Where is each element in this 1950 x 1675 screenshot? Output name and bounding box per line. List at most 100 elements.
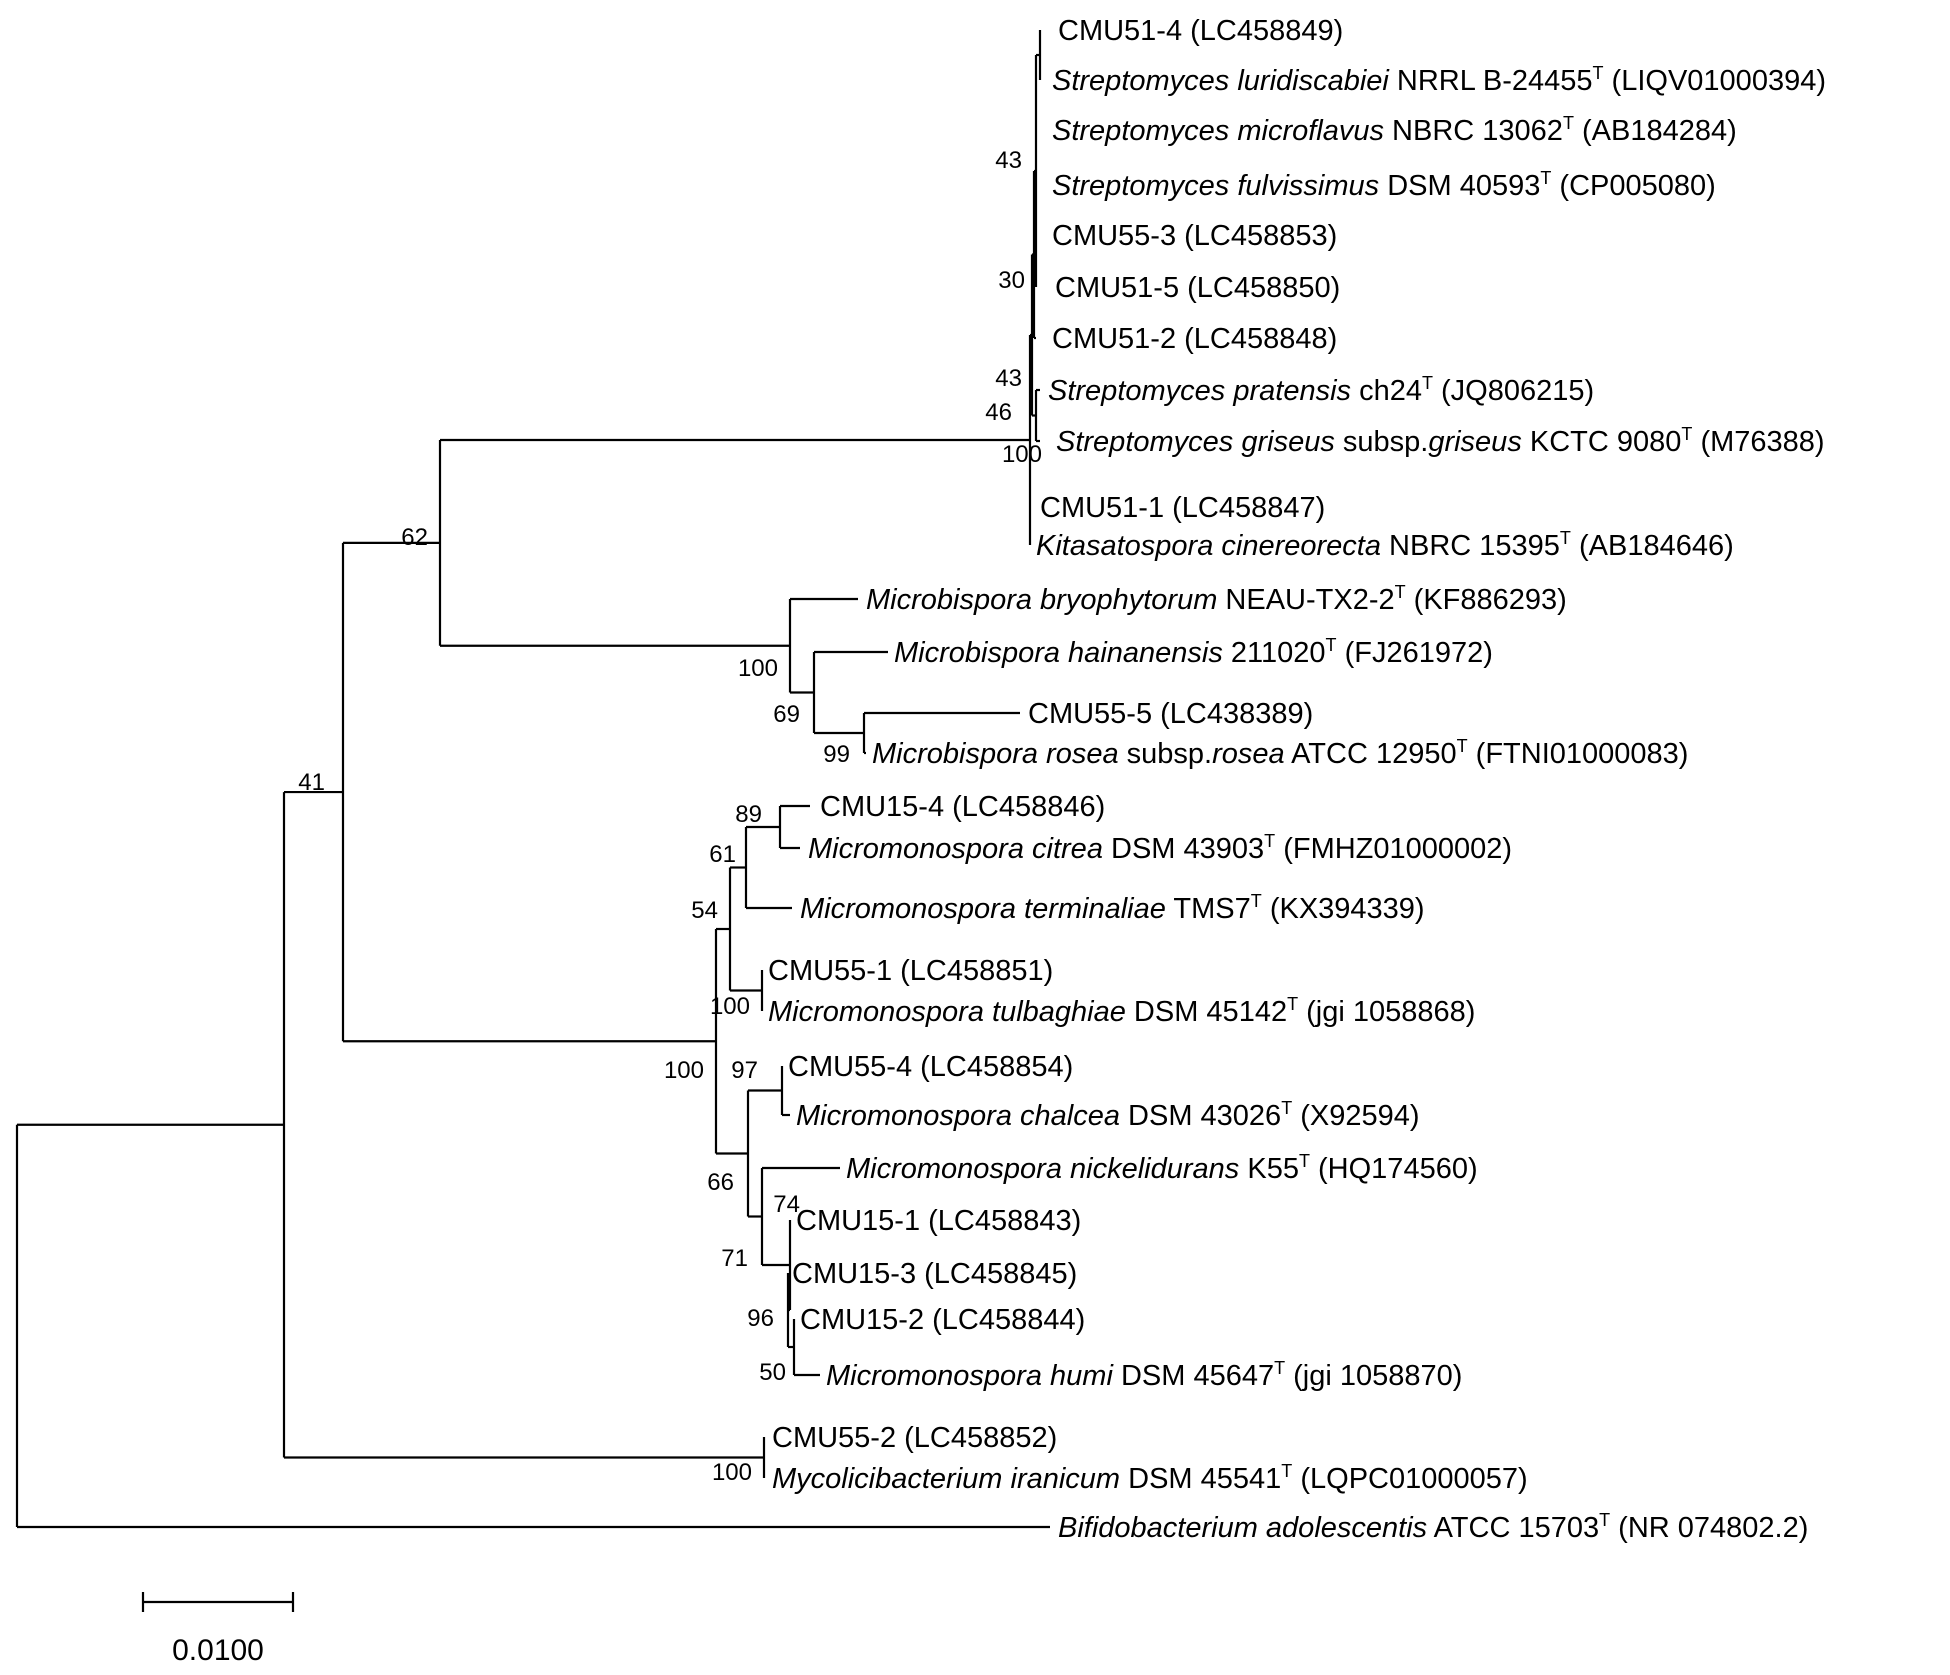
taxon-label-mm_nickelidurans: Micromonospora nickelidurans K55T (HQ174… xyxy=(846,1151,1478,1185)
taxon-label-part: Micromonospora nickelidurans xyxy=(846,1153,1239,1185)
taxon-label-cmu15_4: CMU15-4 (LC458846) xyxy=(820,791,1105,823)
taxon-label-cmu55_5: CMU55-5 (LC438389) xyxy=(1028,698,1313,730)
taxon-label-part: Micromonospora tulbaghiae xyxy=(768,996,1126,1028)
taxon-label-part: Microbispora hainanensis xyxy=(894,637,1223,669)
taxon-label-cmu51_1: CMU51-1 (LC458847) xyxy=(1040,492,1325,524)
taxon-label-part: ATCC 15703 xyxy=(1427,1512,1599,1544)
taxon-label-cmu15_1: CMU15-1 (LC458843) xyxy=(796,1205,1081,1237)
taxon-label-part: T xyxy=(1287,994,1298,1014)
taxon-label-part: Microbispora bryophytorum xyxy=(866,584,1217,616)
taxon-label-part: T xyxy=(1563,113,1574,133)
taxon-label-mm_humi: Micromonospora humi DSM 45647T (jgi 1058… xyxy=(826,1358,1462,1392)
tree-branches xyxy=(15,30,1050,1529)
taxon-label-cmu55_2: CMU55-2 (LC458852) xyxy=(772,1422,1057,1454)
taxon-label-part: (NR 074802.2) xyxy=(1610,1512,1808,1544)
taxon-label-part: (KX394339) xyxy=(1262,893,1425,925)
taxon-label-part: CMU51-4 (LC458849) xyxy=(1058,15,1343,47)
taxon-label-cmu51_4: CMU51-4 (LC458849) xyxy=(1058,15,1343,47)
taxon-label-part: ATCC 12950 xyxy=(1285,738,1457,770)
taxon-label-part: (LQPC01000057) xyxy=(1292,1463,1527,1495)
taxon-label-part: Streptomyces pratensis xyxy=(1048,375,1351,407)
taxon-label-part: NBRC 15395 xyxy=(1381,530,1560,562)
bootstrap-n_s3: 43 xyxy=(995,365,1022,392)
taxon-label-part: T xyxy=(1681,424,1692,444)
taxon-label-part: Micromonospora chalcea xyxy=(796,1100,1120,1132)
taxon-label-part: T xyxy=(1281,1461,1292,1481)
scale-bar-label: 0.0100 xyxy=(172,1634,264,1667)
taxon-label-part: (FMHZ01000002) xyxy=(1275,833,1512,865)
taxon-label-part: CMU55-5 (LC438389) xyxy=(1028,698,1313,730)
taxon-label-part: Micromonospora citrea xyxy=(808,833,1103,865)
bootstrap-n_m6: 66 xyxy=(707,1169,734,1196)
taxon-label-part: (jgi 1058868) xyxy=(1298,996,1475,1028)
taxon-label-part: Micromonospora humi xyxy=(826,1360,1114,1392)
taxon-label-mb_rosea: Microbispora rosea subsp.rosea ATCC 1295… xyxy=(872,736,1688,770)
taxon-label-part: (jgi 1058870) xyxy=(1285,1360,1462,1392)
bootstrap-n_mm: 100 xyxy=(664,1057,704,1084)
bootstrap-n_mb_pair: 99 xyxy=(823,741,850,768)
taxon-label-cmu51_5: CMU51-5 (LC458850) xyxy=(1055,272,1340,304)
taxon-label-part: subsp. xyxy=(1119,738,1213,770)
taxon-label-part: T xyxy=(1281,1098,1292,1118)
taxon-label-part: CMU15-3 (LC458845) xyxy=(792,1258,1077,1290)
bootstrap-n_m7: 74 xyxy=(773,1191,800,1218)
taxon-label-part: griseus xyxy=(1428,426,1522,458)
taxon-label-part: Bifidobacterium adolescentis xyxy=(1058,1512,1427,1544)
taxon-label-s_griseus: Streptomyces griseus subsp.griseus KCTC … xyxy=(1056,424,1825,458)
taxon-label-part: T xyxy=(1299,1151,1310,1171)
taxon-label-part: (FJ261972) xyxy=(1337,637,1493,669)
bootstrap-n_mb_sub: 69 xyxy=(773,701,800,728)
taxon-label-part: (KF886293) xyxy=(1406,584,1567,616)
taxon-label-mm_citrea: Micromonospora citrea DSM 43903T (FMHZ01… xyxy=(808,831,1512,865)
bootstrap-n_m10: 50 xyxy=(759,1359,786,1386)
taxon-label-part: DSM 43903 xyxy=(1103,833,1264,865)
taxon-label-part: CMU51-1 (LC458847) xyxy=(1040,492,1325,524)
taxon-label-part: rosea xyxy=(1212,738,1285,770)
taxon-label-part: CMU51-5 (LC458850) xyxy=(1055,272,1340,304)
taxon-label-part: (LIQV01000394) xyxy=(1604,65,1826,97)
taxon-label-mm_chalcea: Micromonospora chalcea DSM 43026T (X9259… xyxy=(796,1098,1420,1132)
taxon-label-part: (AB184284) xyxy=(1574,115,1737,147)
bootstrap-n_ingroup: 41 xyxy=(298,769,325,796)
taxon-label-part: CMU51-2 (LC458848) xyxy=(1052,323,1337,355)
taxon-label-part: NEAU-TX2-2 xyxy=(1217,584,1394,616)
taxon-label-part: DSM 45541 xyxy=(1120,1463,1281,1495)
taxon-label-part: CMU15-2 (LC458844) xyxy=(800,1304,1085,1336)
taxon-label-part: (CP005080) xyxy=(1551,170,1715,202)
bootstrap-n_myco: 100 xyxy=(712,1459,752,1486)
taxon-label-part: CMU55-3 (LC458853) xyxy=(1052,220,1337,252)
taxon-label-k_cinereorecta: Kitasatospora cinereorecta NBRC 15395T (… xyxy=(1036,528,1734,562)
taxon-label-part: T xyxy=(1599,1510,1610,1530)
bootstrap-n_m9: 96 xyxy=(747,1305,774,1332)
taxon-label-part: TMS7 xyxy=(1166,893,1251,925)
taxon-label-part: (AB184646) xyxy=(1571,530,1734,562)
taxon-label-part: (HQ174560) xyxy=(1310,1153,1478,1185)
taxon-label-mb_bryophytorum: Microbispora bryophytorum NEAU-TX2-2T (K… xyxy=(866,582,1567,616)
taxon-label-mm_terminaliae: Micromonospora terminaliae TMS7T (KX3943… xyxy=(800,891,1425,925)
taxon-label-part: Streptomyces fulvissimus xyxy=(1052,170,1379,202)
taxon-label-cmu51_2: CMU51-2 (LC458848) xyxy=(1052,323,1337,355)
taxon-label-part: DSM 40593 xyxy=(1379,170,1540,202)
bootstrap-n_strep: 100 xyxy=(1002,441,1042,468)
bootstrap-n_upper: 62 xyxy=(401,524,428,551)
taxon-label-part: T xyxy=(1593,63,1604,83)
taxon-label-mm_tulbaghiae: Micromonospora tulbaghiae DSM 45142T (jg… xyxy=(768,994,1475,1028)
taxon-label-part: CMU55-2 (LC458852) xyxy=(772,1422,1057,1454)
bootstrap-n_m3: 89 xyxy=(735,801,762,828)
taxon-label-cmu55_4: CMU55-4 (LC458854) xyxy=(788,1051,1073,1083)
taxon-label-part: Mycolicibacterium iranicum xyxy=(772,1463,1120,1495)
taxon-label-part: T xyxy=(1326,635,1337,655)
taxon-label-mb_hainanensis: Microbispora hainanensis 211020T (FJ2619… xyxy=(894,635,1493,669)
bootstrap-n_mb_all: 100 xyxy=(738,655,778,682)
taxon-label-part: ch24 xyxy=(1351,375,1422,407)
taxon-label-part: (JQ806215) xyxy=(1433,375,1594,407)
taxon-label-part: T xyxy=(1457,736,1468,756)
taxon-label-part: DSM 43026 xyxy=(1120,1100,1281,1132)
taxon-label-part: CMU55-4 (LC458854) xyxy=(788,1051,1073,1083)
taxon-label-cmu55_1: CMU55-1 (LC458851) xyxy=(768,955,1053,987)
taxon-label-part: T xyxy=(1264,831,1275,851)
taxon-label-part: Micromonospora terminaliae xyxy=(800,893,1166,925)
taxon-label-part: (X92594) xyxy=(1292,1100,1419,1132)
taxon-label-part: Streptomyces luridiscabiei xyxy=(1052,65,1390,97)
bootstrap-n_m4: 100 xyxy=(710,993,750,1020)
